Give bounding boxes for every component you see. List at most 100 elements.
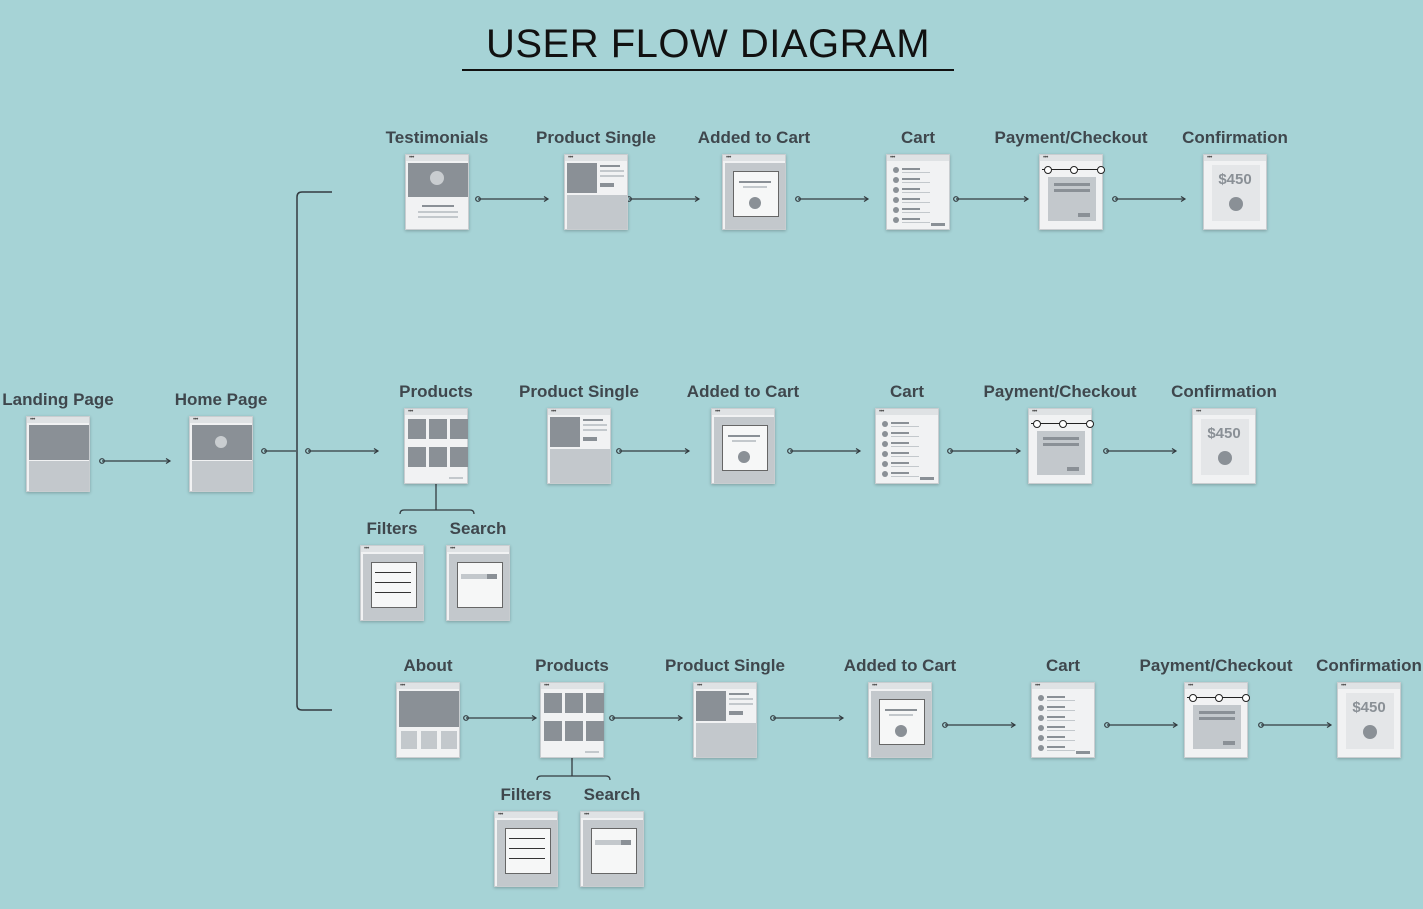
node-label: Testimonials <box>385 128 489 147</box>
connector-start-dot <box>305 448 311 454</box>
product-tile <box>586 693 604 713</box>
wireframe-thumbnail: ••• <box>26 416 90 492</box>
window-bar <box>361 546 423 552</box>
node-label: Cart <box>1045 656 1081 675</box>
window-bar <box>27 417 89 423</box>
cart-item-thumb <box>893 217 899 223</box>
progress-step-dot <box>1189 694 1197 702</box>
connector-start-dot <box>1112 196 1118 202</box>
form-line <box>1054 189 1090 192</box>
text-line <box>891 476 919 477</box>
product-image <box>696 691 726 721</box>
connector-start-dot <box>1258 722 1264 728</box>
wireframe-thumbnail: ••• <box>405 154 469 230</box>
cart-item-thumb <box>893 177 899 183</box>
form-line <box>1199 717 1235 720</box>
slider-track <box>375 582 411 583</box>
progress-step-dot <box>1215 694 1223 702</box>
form-line <box>1199 711 1235 714</box>
subbranch-bracket <box>399 480 475 515</box>
text-line <box>1047 700 1075 701</box>
text-line <box>891 462 909 464</box>
cart-item-thumb <box>1038 695 1044 701</box>
window-dots: ••• <box>1188 683 1193 689</box>
node-label: Search <box>583 785 641 804</box>
node-label: About <box>403 656 453 675</box>
text-line <box>583 419 603 421</box>
window-dots: ••• <box>193 417 198 423</box>
node-label: Payment/Checkout <box>1139 656 1293 675</box>
check-icon <box>1229 197 1243 211</box>
wireframe-thumbnail: ••• <box>494 811 558 887</box>
text-line <box>902 208 920 210</box>
check-icon <box>749 197 761 209</box>
window-bar <box>397 683 459 689</box>
arrow-head <box>838 714 845 722</box>
connector-start-dot <box>1103 448 1109 454</box>
node-label: Payment/Checkout <box>994 128 1148 147</box>
window-dots: ••• <box>544 683 549 689</box>
window-bar <box>723 155 785 161</box>
cart-item-thumb <box>882 451 888 457</box>
team-member-card <box>401 731 417 749</box>
window-dots: ••• <box>715 409 720 415</box>
arrow-head <box>1180 195 1187 203</box>
text-line <box>891 446 919 447</box>
text-line <box>732 440 756 442</box>
text-line <box>743 186 767 188</box>
text-line <box>1047 746 1065 748</box>
arrow-head <box>1023 195 1030 203</box>
text-line <box>1047 750 1075 751</box>
window-bar <box>1185 683 1247 689</box>
window-bar <box>581 812 643 818</box>
text-line <box>729 703 753 705</box>
connector-start-dot <box>475 196 481 202</box>
wireframe-thumbnail: ••• <box>722 154 786 230</box>
wireframe-thumbnail: ••• <box>1039 154 1105 230</box>
node-label: Confirmation <box>1316 656 1422 675</box>
window-bar <box>447 546 509 552</box>
window-bar <box>541 683 603 689</box>
node-label: Cart <box>889 382 925 401</box>
filter-modal <box>505 828 551 874</box>
wireframe-thumbnail: ••• <box>693 682 757 758</box>
node-label: Added to Cart <box>843 656 957 675</box>
text-line <box>1047 730 1075 731</box>
text-line <box>891 456 919 457</box>
wireframe-thumbnail: ••• <box>189 416 253 492</box>
check-icon <box>1218 451 1232 465</box>
text-line <box>891 426 919 427</box>
text-line <box>902 168 920 170</box>
submit-button-block <box>1078 213 1090 217</box>
arrow-head <box>684 447 691 455</box>
text-line <box>891 452 909 454</box>
product-tile <box>450 447 468 467</box>
window-dots: ••• <box>879 409 884 415</box>
team-member-card <box>441 731 457 749</box>
search-field <box>595 840 621 845</box>
filter-modal <box>371 562 417 608</box>
node-label: Added to Cart <box>697 128 811 147</box>
connector-start-dot <box>1104 722 1110 728</box>
window-dots: ••• <box>872 683 877 689</box>
cart-item-thumb <box>882 471 888 477</box>
button-block <box>729 711 743 715</box>
product-image <box>567 163 597 193</box>
window-dots: ••• <box>1035 683 1040 689</box>
wireframe-thumbnail: ••• <box>1031 682 1095 758</box>
cart-item-thumb <box>893 187 899 193</box>
product-tile <box>565 721 583 741</box>
window-dots: ••• <box>726 155 731 161</box>
window-dots: ••• <box>408 409 413 415</box>
content-block <box>192 461 252 491</box>
wireframe-thumbnail: ••• <box>360 545 424 621</box>
window-bar <box>190 417 252 423</box>
progress-step-dot <box>1242 694 1250 702</box>
window-dots: ••• <box>697 683 702 689</box>
product-tile <box>565 693 583 713</box>
cart-item-thumb <box>1038 735 1044 741</box>
check-icon <box>1363 725 1377 739</box>
arrow-head <box>531 714 538 722</box>
cart-item-thumb <box>893 167 899 173</box>
form-line <box>1054 183 1090 186</box>
